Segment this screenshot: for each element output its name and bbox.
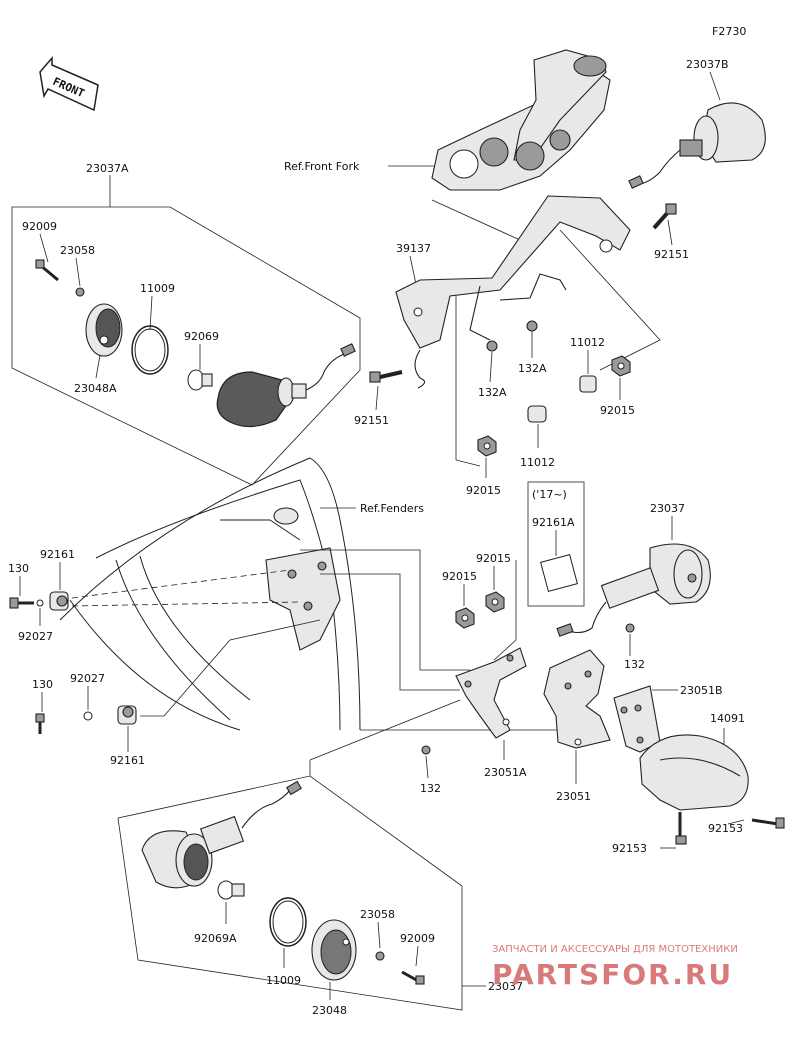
bracket-23051A <box>455 647 527 739</box>
label-11012-top: 11012 <box>570 336 605 349</box>
label-92009-top: 92009 <box>22 220 57 233</box>
label-11012-bot: 11012 <box>520 456 555 469</box>
lens-23048 <box>311 919 357 981</box>
label-132-low: 132 <box>420 782 441 795</box>
label-23051B: 23051B <box>680 684 723 697</box>
screw-92009-bot <box>401 970 425 985</box>
label-130-bot: 130 <box>32 678 53 691</box>
nut-92015-c2 <box>485 591 505 613</box>
label-92161-top: 92161 <box>40 548 75 561</box>
label-23058-bot: 23058 <box>360 908 395 921</box>
bolt-130-bot <box>35 713 45 734</box>
watermark-brand: PARTSFOR.RU <box>492 958 733 991</box>
label-23048A: 23048A <box>74 382 117 395</box>
label-92161-bot: 92161 <box>110 754 145 767</box>
date-note-box <box>527 481 585 607</box>
label-14091: 14091 <box>710 712 745 725</box>
bolt-132-right <box>625 623 635 633</box>
label-130-top: 130 <box>8 562 29 575</box>
label-23058-top: 23058 <box>60 244 95 257</box>
gasket-11009-top <box>131 325 169 375</box>
cover-14091 <box>639 734 749 811</box>
collar-92027-top <box>36 599 44 607</box>
front-fork-bracket <box>431 49 611 191</box>
front-arrow-icon: FRONT <box>39 55 99 112</box>
label-23051A: 23051A <box>484 766 527 779</box>
bolt-92151-mid <box>369 370 403 383</box>
cap-11012-top <box>579 375 597 393</box>
pad-92161A <box>540 554 578 592</box>
bolt-130-top <box>9 597 34 609</box>
turn-signal-23037B <box>628 102 766 189</box>
washer-23058-bot <box>375 951 385 961</box>
label-92069A: 92069A <box>194 932 237 945</box>
label-92153-left: 92153 <box>612 842 647 855</box>
label-92153-right: 92153 <box>708 822 743 835</box>
stay-39137 <box>395 195 631 389</box>
label-23037-bottom: 23037 <box>488 980 523 993</box>
nut-92015-c1 <box>455 607 475 629</box>
watermark: ЗАПЧАСТИ И АКСЕССУАРЫ ДЛЯ МОТОТЕХНИКИ PA… <box>492 944 738 991</box>
nut-132A-right <box>526 320 538 332</box>
label-132-right: 132 <box>624 658 645 671</box>
label-23037B: 23037B <box>686 58 729 71</box>
nut-132A-left <box>486 340 498 352</box>
watermark-caption: ЗАПЧАСТИ И АКСЕССУАРЫ ДЛЯ МОТОТЕХНИКИ <box>492 944 738 955</box>
bulb-92069 <box>187 369 213 391</box>
label-92027-top: 92027 <box>18 630 53 643</box>
label-92151-mid: 92151 <box>354 414 389 427</box>
screw-92153-left <box>675 812 687 845</box>
label-92069: 92069 <box>184 330 219 343</box>
label-92015-right: 92015 <box>600 404 635 417</box>
label-23051: 23051 <box>556 790 591 803</box>
lens-23048A <box>85 303 123 357</box>
nut-92015-mid <box>477 435 497 457</box>
label-39137: 39137 <box>396 242 431 255</box>
label-92161A: 92161A <box>532 516 575 529</box>
callout-box-23037A <box>11 206 361 486</box>
label-92151-right: 92151 <box>654 248 689 261</box>
label-92009-bot: 92009 <box>400 932 435 945</box>
screw-92153-right <box>751 817 785 829</box>
label-92027-bot: 92027 <box>70 672 105 685</box>
gasket-11009-bot <box>269 897 307 947</box>
ref-front-fork: Ref.Front Fork <box>284 160 360 173</box>
damper-92161-top <box>49 591 69 611</box>
label-132A-left: 132A <box>478 386 507 399</box>
damper-92161-bot <box>117 705 137 725</box>
label-23048: 23048 <box>312 1004 347 1017</box>
figure-code: F2730 <box>712 25 746 38</box>
turn-signal-23037A <box>216 343 356 428</box>
label-92015-c2: 92015 <box>476 552 511 565</box>
label-132A-right: 132A <box>518 362 547 375</box>
bracket-23051B <box>613 685 661 753</box>
label-11009-bot: 11009 <box>266 974 301 987</box>
bolt-132-low <box>421 745 431 755</box>
callout-box-23037 <box>117 775 463 1011</box>
collar-92027-bot <box>83 711 93 721</box>
label-92015-mid: 92015 <box>466 484 501 497</box>
ref-fenders: Ref.Fenders <box>360 502 424 515</box>
turn-signal-23037-bottom <box>141 780 302 889</box>
washer-23058-top <box>75 287 85 297</box>
bulb-92069A <box>217 880 245 900</box>
screw-92009-top <box>35 259 59 282</box>
cap-11012-bot <box>527 405 547 423</box>
label-23037: 23037 <box>650 502 685 515</box>
date-note: ('17~) <box>532 488 567 501</box>
nut-92015-right <box>611 355 631 377</box>
turn-signal-23037 <box>556 543 711 637</box>
label-23037A: 23037A <box>86 162 129 175</box>
label-11009-top: 11009 <box>140 282 175 295</box>
fender-outline <box>59 457 361 731</box>
bolt-92151-right <box>652 203 677 230</box>
bracket-23051 <box>543 649 611 749</box>
label-92015-c1: 92015 <box>442 570 477 583</box>
